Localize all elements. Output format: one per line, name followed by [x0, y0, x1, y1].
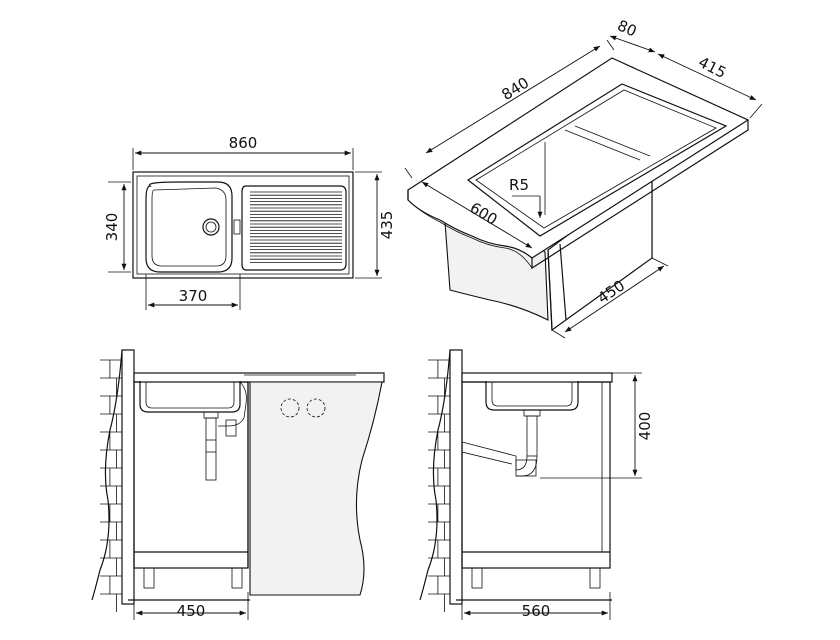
- dim-560: 560: [522, 602, 551, 620]
- drainboard-ribs: [250, 191, 342, 263]
- bowl-front: [139, 381, 241, 413]
- cabinet-side: [461, 381, 611, 569]
- brick-wall-left: [100, 359, 122, 612]
- adjacent-cabinet: [249, 381, 383, 596]
- dim-450-front: 450: [177, 602, 206, 620]
- bowl-outline: [145, 181, 233, 273]
- dim-860: 860: [229, 134, 258, 152]
- brick-wall-right: [428, 359, 450, 612]
- iso-view: 840 80 415 600 R5 450: [404, 16, 763, 339]
- countertop: [407, 57, 750, 259]
- dim-r5: R5: [509, 176, 529, 194]
- dim-435: 435: [378, 211, 396, 240]
- dim-340: 340: [103, 213, 121, 242]
- drainboard-outline: [241, 185, 347, 271]
- dim-80: 80: [615, 16, 640, 40]
- front-view: 450: [91, 349, 385, 620]
- sink-outline: [132, 171, 354, 279]
- countertop-side: [461, 372, 613, 383]
- side-view: 400 560: [419, 349, 654, 620]
- top-view: 860 435 340 370: [103, 134, 396, 310]
- countertop-front: [133, 372, 385, 383]
- dim-415: 415: [695, 53, 729, 82]
- dim-400: 400: [636, 412, 654, 441]
- wall-edge-side: [419, 349, 451, 601]
- dim-840: 840: [498, 74, 532, 104]
- wall-edge: [91, 349, 123, 601]
- dim-370: 370: [179, 287, 208, 305]
- drain-hole: [202, 218, 220, 236]
